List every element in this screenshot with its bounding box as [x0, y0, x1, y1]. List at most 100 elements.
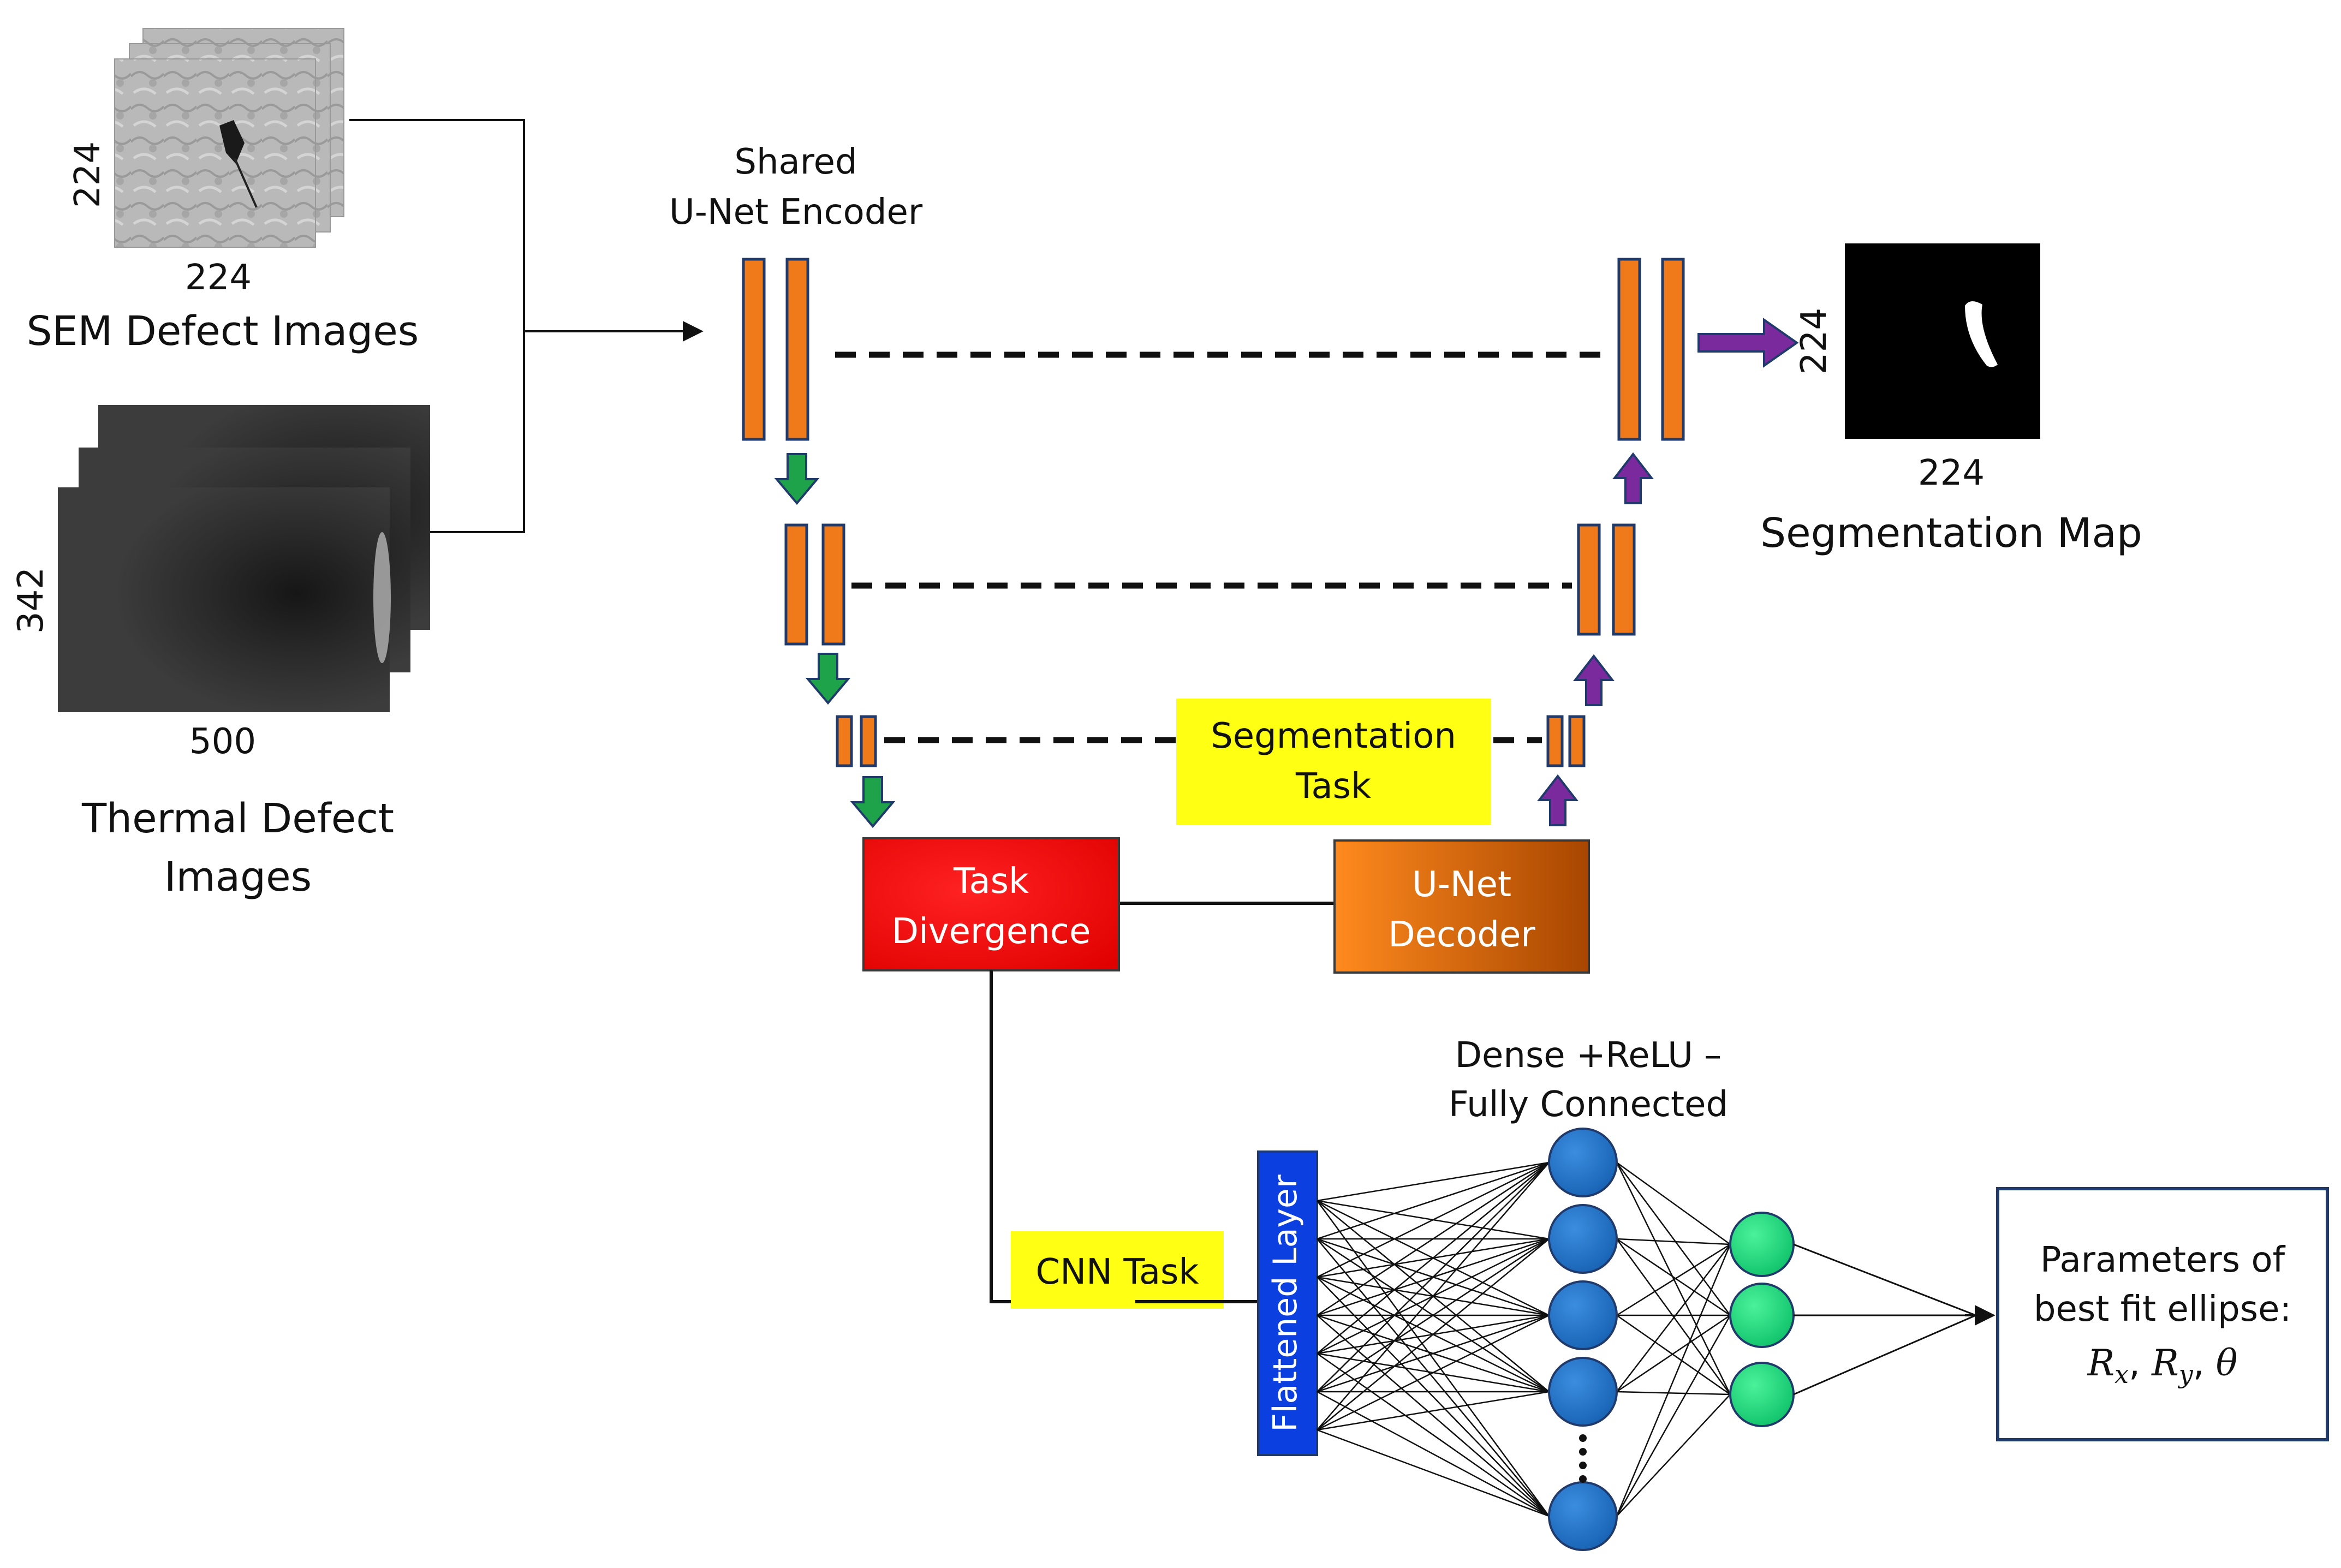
task-divergence-block [862, 837, 1120, 971]
network-edge-26 [1317, 1238, 1550, 1393]
up-arrow-1 [1612, 452, 1654, 504]
network-edge-31 [1317, 1238, 1550, 1430]
flattened-layer-block [1257, 1150, 1318, 1456]
network-edge-39 [1616, 1238, 1731, 1316]
network-edge-30 [1317, 1162, 1550, 1430]
dense-node-3 [1548, 1280, 1618, 1350]
network-edge-32 [1317, 1314, 1550, 1431]
sem-images-label: SEM Defect Images [27, 308, 419, 355]
encoder-label-line2: U-Net Encoder [669, 192, 923, 232]
encoder-label-line1: Shared [734, 142, 857, 182]
decoder-level3-bar-a [1546, 715, 1564, 767]
network-edge-44 [1616, 1244, 1731, 1392]
thermal-image-front [58, 487, 390, 712]
encoder-level3-bar-b [860, 715, 877, 767]
network-edge-49 [1616, 1394, 1731, 1517]
output-convergence-lines [1793, 1243, 1976, 1396]
segmentation-mask-shape [1965, 301, 1998, 367]
network-edge-38 [1616, 1238, 1731, 1245]
formula-theta: θ [2216, 1342, 2238, 1384]
segmentation-map-image [1845, 243, 2040, 439]
formula-r-y: R [2151, 1342, 2179, 1384]
ellipse-parameters-box [1996, 1187, 2329, 1441]
decoder-bars [1546, 258, 1685, 767]
segmentation-task-line2: Task [1295, 766, 1371, 807]
sem-width-label: 224 [185, 258, 252, 298]
segmentation-map-label: Segmentation Map [1760, 510, 2142, 557]
flattened-layer-label: Flattened Layer [1266, 1174, 1304, 1432]
network-edge-37 [1616, 1162, 1731, 1395]
network-edge-33 [1317, 1391, 1550, 1431]
thermal-image-stack [58, 405, 430, 712]
up-arrow-3 [1536, 774, 1579, 826]
ellipse-parameters-line1: Parameters of [2040, 1240, 2286, 1280]
cnn-task-label: CNN Task [1036, 1252, 1199, 1292]
thermal-height-label: 342 [11, 567, 51, 634]
sem-image-front [114, 58, 316, 248]
network-edge-41 [1616, 1243, 1731, 1316]
network-edge-34 [1317, 1429, 1550, 1517]
encoder-level1-bar-a [742, 258, 766, 441]
network-edge-4 [1316, 1200, 1550, 1517]
encoder-level2-bar-a [784, 523, 808, 646]
ellipsis-dot-2 [1579, 1448, 1587, 1456]
dense-ellipsis [1579, 1434, 1587, 1483]
segmentation-task-tag [1176, 699, 1491, 825]
network-edge-0 [1317, 1161, 1550, 1202]
network-edge-20 [1317, 1162, 1550, 1354]
downsample-arrows [774, 453, 896, 828]
thermal-images-label-line1: Thermal Defect [81, 795, 394, 842]
up-arrow-2 [1572, 654, 1615, 706]
network-edge-47 [1616, 1244, 1731, 1517]
upsample-arrows [1536, 452, 1654, 826]
dense-node-1 [1548, 1128, 1618, 1197]
unet-decoder-line1: U-Net [1412, 865, 1511, 905]
ellipsis-dot-4 [1579, 1475, 1587, 1483]
segmentation-width-label: 224 [1918, 453, 1985, 493]
encoder-level3-bar-a [836, 715, 853, 767]
network-edge-14 [1317, 1277, 1550, 1517]
network-edge-27 [1317, 1314, 1550, 1393]
out-line-3 [1793, 1314, 1976, 1396]
sem-image-stack [114, 28, 344, 248]
ellipse-parameters-formula: Rx, Ry, θ [2087, 1342, 2237, 1389]
decoder-level2-bar-a [1577, 523, 1601, 636]
output-nodes [1729, 1212, 1795, 1427]
formula-sub-y: y [2178, 1360, 2194, 1389]
network-edge-19 [1317, 1315, 1550, 1517]
network-edge-15 [1317, 1161, 1550, 1316]
network-edge-48 [1616, 1315, 1731, 1517]
dense-node-2 [1548, 1204, 1618, 1274]
formula-r-x: R [2087, 1342, 2114, 1384]
cnn-task-tag [1011, 1231, 1224, 1309]
output-node-1 [1729, 1212, 1795, 1277]
network-edge-35 [1616, 1161, 1731, 1245]
sem-defect-mark [219, 120, 245, 164]
dense-node-last [1548, 1481, 1618, 1551]
thermal-hotspot [373, 532, 391, 663]
network-edge-45 [1616, 1314, 1731, 1393]
encoder-bars [742, 258, 877, 767]
out-line-1 [1793, 1243, 1976, 1316]
segmentation-height-label: 224 [1794, 308, 1834, 374]
ellipsis-dot-1 [1579, 1434, 1587, 1442]
network-edge-9 [1317, 1238, 1550, 1517]
dense-label-line2: Fully Connected [1449, 1084, 1728, 1125]
unet-decoder-line2: Decoder [1388, 915, 1535, 955]
down-arrow-3 [850, 776, 896, 828]
segmentation-task-line1: Segmentation [1211, 716, 1456, 756]
formula-sep-1: , [2129, 1342, 2152, 1384]
network-edge-46 [1616, 1391, 1731, 1396]
thermal-width-label: 500 [189, 722, 256, 762]
output-node-2 [1729, 1283, 1795, 1348]
dense-node-4 [1548, 1357, 1618, 1427]
down-arrow-1 [774, 453, 820, 505]
network-edge-25 [1317, 1162, 1550, 1392]
network-edge-43 [1616, 1314, 1731, 1396]
network-edge-40 [1616, 1238, 1731, 1395]
task-divergence-line2: Divergence [892, 911, 1091, 952]
network-edge-24 [1317, 1352, 1550, 1517]
input-merge-line [349, 119, 525, 533]
decoder-level2-bar-b [1612, 523, 1636, 636]
